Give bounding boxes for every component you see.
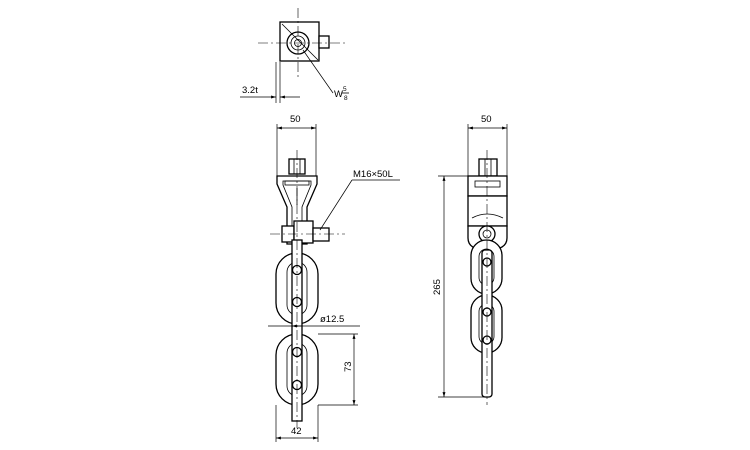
side-view-total-length-label: 265 bbox=[432, 279, 443, 295]
side-view-width-label: 50 bbox=[481, 114, 492, 125]
top-view-bolt-stub bbox=[318, 35, 330, 49]
front-view-side-bolt-end bbox=[312, 227, 330, 242]
front-view-link-length-label: 73 bbox=[343, 361, 354, 372]
side-view: 50 265 bbox=[432, 114, 508, 405]
top-view-bolt-label-den: 8 bbox=[344, 95, 348, 102]
front-view-rod-dia-label: ø12.5 bbox=[320, 314, 344, 325]
side-view-top-nut bbox=[478, 158, 498, 177]
side-view-clamp-body bbox=[467, 195, 508, 227]
top-view-bolt-label: W bbox=[334, 89, 343, 100]
front-view-link-width-label: 42 bbox=[291, 426, 302, 437]
front-view-bolt-spec-label: M16×50L bbox=[353, 169, 393, 180]
front-view: 50 M16×50L ø12.5 bbox=[268, 114, 400, 442]
side-view-clamp-top bbox=[467, 175, 508, 197]
top-view: 3.2t W 5 8 bbox=[240, 8, 349, 103]
front-view-width-label: 50 bbox=[290, 114, 301, 125]
top-view-thickness-label: 3.2t bbox=[242, 85, 258, 96]
top-view-bolt-label-num: 5 bbox=[343, 86, 347, 93]
